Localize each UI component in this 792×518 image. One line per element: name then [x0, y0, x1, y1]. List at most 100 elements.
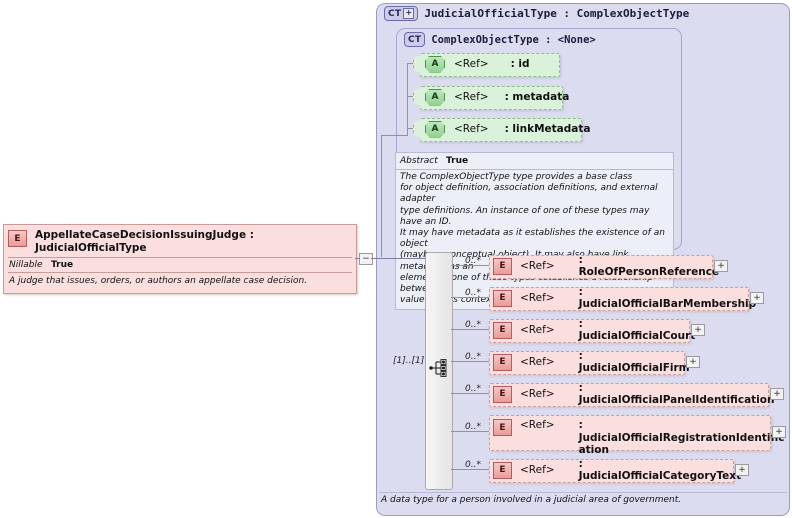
attribute-row-id[interactable]: A <Ref> : id — [413, 53, 560, 77]
base-type-badge: CT — [404, 32, 426, 47]
element-row-judicialofficialregistrationidentification[interactable]: E <Ref> : JudicialOfficialRegistrationId… — [489, 415, 785, 456]
attribute-nose-icon — [413, 54, 423, 74]
element-ref-label: <Ref> — [520, 292, 555, 304]
occurrence-label: 0..* — [465, 384, 481, 394]
complex-type-badge-label: CT — [388, 8, 402, 19]
element-ref-label: <Ref> — [520, 356, 555, 368]
element-ref-label: <Ref> — [520, 260, 555, 272]
attribute-branch-2 — [407, 96, 416, 97]
attribute-nose-icon — [413, 119, 423, 139]
attribute-ref-label: <Ref> — [454, 91, 489, 103]
connector-source-to-toggle — [355, 258, 360, 259]
expand-toggle-button[interactable]: + — [735, 464, 749, 476]
connector-to-element-5 — [451, 393, 489, 394]
element-row-judicialofficialcategorytext[interactable]: E <Ref> : JudicialOfficialCategoryText — [489, 458, 741, 483]
element-name-label: : JudicialOfficialFirm — [578, 349, 690, 375]
connector-to-element-2 — [451, 297, 489, 298]
occurrence-label: 0..* — [465, 352, 481, 362]
expand-toggle-button[interactable]: + — [772, 426, 786, 438]
element-badge: E — [493, 419, 512, 436]
attribute-row-metadata[interactable]: A <Ref> : metadata — [413, 86, 569, 110]
expand-icon[interactable]: + — [403, 8, 415, 19]
attribute-name-label: : id — [510, 58, 530, 70]
divider — [8, 272, 352, 273]
connector-toggle-to-panel — [371, 258, 427, 259]
connector-to-element-3 — [451, 329, 489, 330]
source-element-header: E AppellateCaseDecisionIssuingJudge : Ju… — [4, 225, 356, 257]
abstract-row: Abstract True — [396, 153, 673, 170]
element-badge: E — [8, 230, 27, 247]
attribute-name-label: : linkMetadata — [504, 123, 591, 135]
base-type-trunk-top — [381, 135, 408, 136]
base-type-badge-label: CT — [408, 34, 422, 45]
sequence-compositor-column[interactable] — [425, 252, 453, 490]
complex-type-badge: CT+ — [384, 6, 419, 21]
base-type-trunk — [381, 135, 382, 257]
connector-to-element-1 — [451, 265, 489, 266]
element-row-roleofpersonreference[interactable]: E <Ref> : RoleOfPersonReference — [489, 254, 719, 279]
expand-toggle-button[interactable]: + — [691, 324, 705, 336]
element-name-label: : JudicialOfficialPanelIdentification — [578, 381, 775, 407]
nillable-key-label: Nillable — [9, 260, 43, 270]
abstract-value-label: True — [446, 155, 469, 166]
nillable-row: Nillable True — [4, 258, 356, 272]
source-element-documentation: A judge that issues, orders, or authors … — [9, 276, 308, 286]
complex-type-title: JudicialOfficialType : ComplexObjectType — [424, 7, 690, 20]
element-name-label: : RoleOfPersonReference — [578, 253, 720, 279]
attribute-nose-icon — [413, 87, 423, 107]
base-type-title-row: CT ComplexObjectType : <None> — [404, 32, 596, 47]
element-badge: E — [493, 321, 512, 339]
sequence-cardinality-label: [1]..[1] — [393, 356, 425, 366]
connector-to-element-6 — [451, 431, 489, 432]
occurrence-label: 0..* — [465, 460, 481, 470]
element-row-judicialofficialcourt[interactable]: E <Ref> : JudicialOfficialCourt — [489, 318, 695, 343]
element-badge: E — [493, 461, 512, 479]
occurrence-label: 0..* — [465, 288, 481, 298]
element-name-label: : JudicialOfficialCategoryText — [578, 457, 742, 483]
attribute-ref-label: <Ref> — [454, 123, 489, 135]
expand-toggle-button[interactable]: + — [770, 388, 784, 400]
attribute-tree-trunk — [407, 63, 408, 135]
element-ref-label: <Ref> — [520, 388, 555, 400]
abstract-key-label: Abstract — [400, 155, 438, 166]
occurrence-label: 0..* — [465, 320, 481, 330]
source-element-title: AppellateCaseDecisionIssuingJudge : Judi… — [35, 229, 254, 254]
element-name-label: : JudicialOfficialBarMembership — [578, 285, 757, 311]
footer-divider — [379, 492, 787, 493]
element-badge: E — [493, 289, 512, 307]
source-element-box[interactable]: E AppellateCaseDecisionIssuingJudge : Ju… — [3, 224, 357, 294]
element-badge: E — [493, 385, 512, 403]
nillable-value-label: True — [51, 260, 74, 270]
element-ref-label: <Ref> — [520, 419, 555, 431]
attribute-branch-3 — [407, 128, 416, 129]
attribute-badge: A — [425, 55, 445, 73]
element-name-label: : JudicialOfficialCourt — [578, 317, 696, 343]
element-badge: E — [493, 353, 512, 371]
attribute-badge: A — [425, 88, 445, 106]
expand-toggle-button[interactable]: + — [686, 356, 700, 368]
attribute-row-linkmetadata[interactable]: A <Ref> : linkMetadata — [413, 118, 590, 142]
expand-toggle-button[interactable]: + — [714, 260, 728, 272]
attribute-badge: A — [425, 120, 445, 138]
collapse-toggle-button[interactable]: − — [359, 253, 373, 265]
element-name-label: : JudicialOfficialRegistrationIdentific … — [578, 419, 785, 456]
sequence-compositor-icon — [429, 359, 447, 377]
element-badge: E — [493, 257, 512, 275]
occurrence-label: 0..* — [465, 422, 481, 432]
element-ref-label: <Ref> — [520, 324, 555, 336]
connector-to-element-7 — [451, 469, 489, 470]
element-row-judicialofficialpanelidentification[interactable]: E <Ref> : JudicialOfficialPanelIdentific… — [489, 382, 774, 407]
connector-to-element-4 — [451, 361, 489, 362]
element-row-judicialofficialbarmembership[interactable]: E <Ref> : JudicialOfficialBarMembership — [489, 286, 756, 311]
complex-type-title-row: CT+ JudicialOfficialType : ComplexObject… — [384, 6, 689, 21]
base-type-title: ComplexObjectType : <None> — [431, 33, 596, 46]
expand-toggle-button[interactable]: + — [750, 292, 764, 304]
occurrence-label: 0..* — [465, 256, 481, 266]
complex-type-footer-documentation: A data type for a person involved in a j… — [381, 495, 682, 505]
attribute-branch-1 — [407, 63, 416, 64]
element-ref-label: <Ref> — [520, 464, 555, 476]
element-row-judicialofficialfirm[interactable]: E <Ref> : JudicialOfficialFirm — [489, 350, 690, 375]
divider — [8, 257, 352, 258]
attribute-name-label: : metadata — [504, 91, 570, 103]
